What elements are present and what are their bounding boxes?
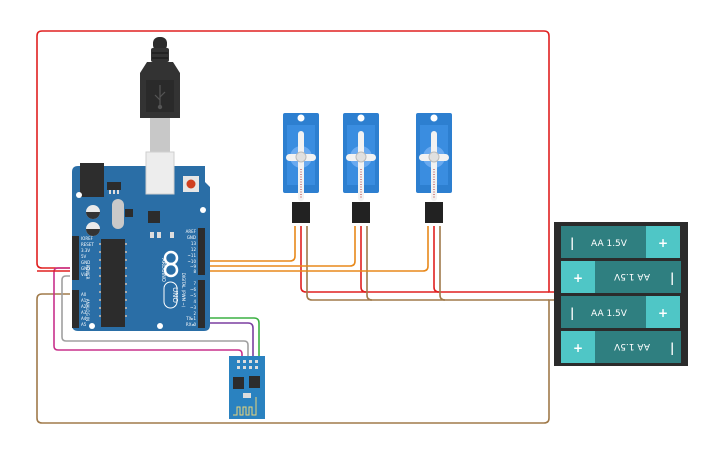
svg-text:A5: A5 xyxy=(81,322,87,327)
digital-pin-labels-top: AREF GND 13 12 ~11 ~10 ~9 8 xyxy=(186,229,197,274)
svg-text:+: + xyxy=(573,271,583,285)
atmega-chip xyxy=(101,239,125,327)
svg-text:AA 1.5V: AA 1.5V xyxy=(613,271,650,281)
svg-text:RESET: RESET xyxy=(81,242,94,247)
svg-text:+: + xyxy=(573,341,583,355)
svg-text:~3: ~3 xyxy=(190,305,196,310)
svg-text:GND: GND xyxy=(187,235,196,240)
svg-text:~5: ~5 xyxy=(190,293,196,298)
svg-text:GND: GND xyxy=(81,260,90,265)
wire-power-5v-main[interactable] xyxy=(36,30,556,293)
svg-text:|: | xyxy=(670,341,674,355)
digital-pin-labels-bottom: 7 ~6 ~5 4 ~3 2 TX▸1 RX◂0 xyxy=(185,281,196,327)
svg-text:TX▸1: TX▸1 xyxy=(185,316,196,321)
analog-label: ANALOG IN xyxy=(85,299,90,321)
svg-text:~10: ~10 xyxy=(188,259,197,264)
servo-3[interactable] xyxy=(416,113,452,223)
wire-servo3-signal[interactable] xyxy=(204,226,429,272)
battery-pack[interactable]: | AA 1.5V + + AA 1.5V | | AA 1.5V + + AA… xyxy=(554,222,688,366)
svg-text:~11: ~11 xyxy=(188,253,197,258)
battery-cell-2: + AA 1.5V | xyxy=(561,261,681,293)
wire-rx[interactable] xyxy=(204,322,254,358)
svg-text:7: 7 xyxy=(193,281,196,286)
wire-servo1-power[interactable] xyxy=(300,226,549,293)
analog-header xyxy=(72,290,79,328)
svg-text:A4: A4 xyxy=(81,316,87,321)
wire-ground-main[interactable] xyxy=(36,293,556,424)
svg-text:8: 8 xyxy=(193,269,196,274)
arduino-uno[interactable]: ARDUINO UNO DIGITAL (PWM ~) POWER ANALOG… xyxy=(72,151,210,331)
analog-pin-labels: A0 A1 A2 A3 A4 A5 xyxy=(81,292,87,327)
svg-text:|: | xyxy=(670,271,674,285)
servo-3-connector xyxy=(425,202,443,223)
svg-text:Vin: Vin xyxy=(81,272,88,277)
battery-cell-3: | AA 1.5V + xyxy=(561,296,680,328)
svg-text:+: + xyxy=(658,236,668,250)
wire-servo2-gnd[interactable] xyxy=(366,226,373,301)
digital-label: DIGITAL (PWM ~) xyxy=(181,273,186,308)
svg-text:2: 2 xyxy=(193,311,196,316)
battery-cell-4: + AA 1.5V | xyxy=(561,331,681,363)
svg-text:+: + xyxy=(658,306,668,320)
usb-port xyxy=(145,151,175,195)
battery-cell-1: | AA 1.5V + xyxy=(561,226,680,258)
wire-servo2-power[interactable] xyxy=(360,226,367,293)
svg-text:A2: A2 xyxy=(81,304,87,309)
power-label: POWER xyxy=(85,265,90,280)
svg-text:A1: A1 xyxy=(81,298,87,303)
svg-text:~9: ~9 xyxy=(190,264,196,269)
wire-servo1-gnd[interactable] xyxy=(306,226,549,301)
antenna-trace xyxy=(233,397,257,416)
servo-2-connector xyxy=(352,202,370,223)
svg-text:GND: GND xyxy=(81,266,90,271)
wires xyxy=(36,30,556,424)
svg-text:IOREF: IOREF xyxy=(81,236,94,241)
svg-text:13: 13 xyxy=(191,241,197,246)
wire-esp-power[interactable] xyxy=(53,267,243,358)
svg-text:|: | xyxy=(570,236,574,250)
svg-text:12: 12 xyxy=(191,247,197,252)
svg-text:A3: A3 xyxy=(81,310,87,315)
wire-servo3-gnd[interactable] xyxy=(439,226,446,301)
digital-header-bottom xyxy=(198,280,205,328)
arduino-logo xyxy=(163,250,179,278)
svg-text:5V: 5V xyxy=(81,254,87,259)
svg-text:|: | xyxy=(570,306,574,320)
wire-servo3-power[interactable] xyxy=(433,226,440,293)
svg-text:AA 1.5V: AA 1.5V xyxy=(591,239,628,249)
svg-text:AA 1.5V: AA 1.5V xyxy=(613,341,650,351)
wire-tx[interactable] xyxy=(204,317,260,358)
svg-text:3.3V: 3.3V xyxy=(81,248,90,253)
svg-text:AREF: AREF xyxy=(186,229,197,234)
usb-icon xyxy=(154,85,166,110)
arduino-model: UNO xyxy=(171,287,179,303)
servo-1-connector xyxy=(292,202,310,223)
wire-esp-gnd[interactable] xyxy=(61,275,249,358)
wire-servo2-signal[interactable] xyxy=(204,226,356,267)
svg-text:A0: A0 xyxy=(81,292,87,297)
svg-text:~6: ~6 xyxy=(190,287,196,292)
digital-header-top xyxy=(198,228,205,275)
wire-servo1-signal[interactable] xyxy=(204,226,296,262)
power-jack xyxy=(80,163,104,197)
svg-text:AA 1.5V: AA 1.5V xyxy=(591,309,628,319)
arduino-brand: ARDUINO xyxy=(160,258,166,282)
esp8266-module[interactable] xyxy=(229,356,265,419)
power-header xyxy=(72,236,79,280)
servo-2[interactable] xyxy=(343,113,379,223)
svg-text:4: 4 xyxy=(193,299,196,304)
svg-text:RX◂0: RX◂0 xyxy=(186,322,197,327)
servo-1[interactable] xyxy=(283,113,319,223)
power-pin-labels: IOREF RESET 3.3V 5V GND GND Vin xyxy=(81,236,94,277)
